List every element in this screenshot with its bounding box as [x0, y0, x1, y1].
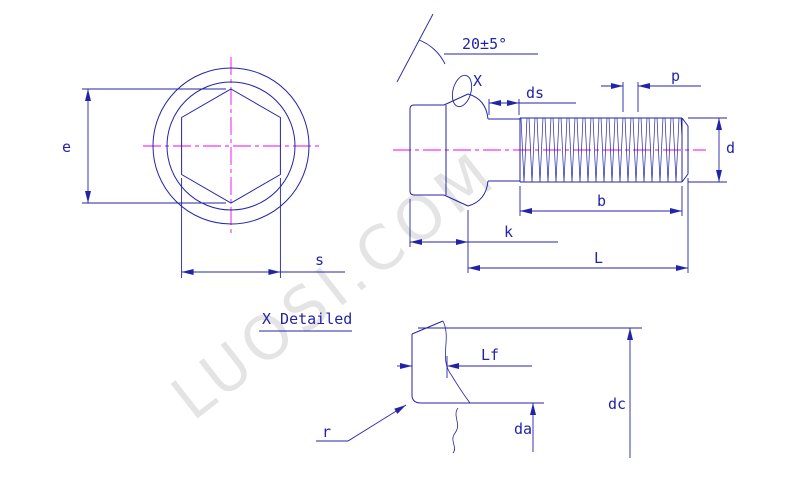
label-p: p [671, 67, 680, 85]
hex-outline [181, 88, 281, 204]
label-s: s [315, 251, 324, 269]
detail-outline [411, 320, 471, 454]
end-view: e s [62, 57, 345, 278]
label-lf: Lf [481, 346, 499, 364]
bolt-outline [409, 93, 689, 207]
detail-x-ellipse [451, 74, 473, 108]
label-x-marker: X [473, 72, 482, 90]
side-view: 20±5° X ds p d [393, 13, 735, 273]
thread-region [520, 118, 682, 182]
label-e: e [62, 138, 71, 156]
dim-r: r [316, 404, 407, 442]
dim-ds: ds [488, 84, 576, 115]
dim-e: e [62, 88, 226, 204]
dim-b: b [519, 186, 683, 216]
detail-title: X Detailed [262, 310, 352, 328]
detail-marker: X [451, 72, 482, 108]
flange-circle [152, 67, 310, 225]
label-d: d [726, 139, 735, 157]
dim-s: s [181, 178, 345, 278]
label-dc: dc [608, 395, 626, 413]
label-ds: ds [526, 84, 544, 102]
label-length: L [594, 249, 603, 267]
angle-annotation: 20±5° [396, 13, 538, 83]
detail-view: X Detailed Lf r da [259, 310, 642, 458]
label-angle: 20±5° [462, 35, 507, 53]
dim-p: p [601, 67, 701, 112]
label-r: r [322, 423, 331, 441]
dim-k: k [409, 199, 558, 273]
dim-d: d [688, 117, 735, 183]
label-b: b [597, 192, 606, 210]
dim-L: L [468, 178, 689, 273]
dim-da: da [470, 402, 544, 452]
dim-lf: Lf [397, 346, 532, 378]
dim-dc: dc [418, 327, 642, 458]
label-da: da [514, 420, 532, 438]
head-chamfer-circle [166, 81, 296, 211]
label-k: k [504, 223, 513, 241]
